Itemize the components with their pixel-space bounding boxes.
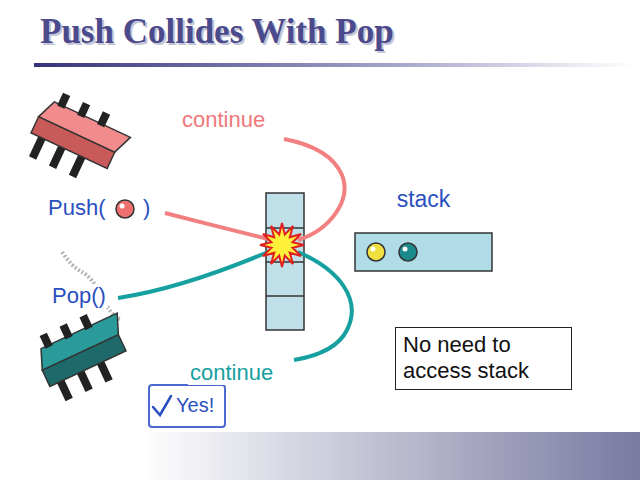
- chip-top: [39, 98, 131, 155]
- pop-continue-path: [294, 252, 352, 360]
- collision-star: [260, 223, 304, 267]
- ball-highlight: [371, 247, 376, 252]
- node-text: Yes!: [176, 394, 218, 417]
- stack-body: [355, 233, 492, 271]
- chip-leg: [60, 323, 73, 339]
- ball-highlight: [403, 247, 408, 252]
- stack-box: stack: [355, 186, 492, 271]
- operation-label: Push(: [46, 196, 107, 220]
- ball-highlight: [120, 204, 125, 209]
- note-box: No need to access stack: [395, 327, 572, 390]
- pushed-item: [116, 200, 134, 218]
- stack-item: [399, 243, 417, 261]
- push-thread-chip: [22, 88, 136, 192]
- node-text: stack: [355, 186, 492, 213]
- chip-top: [34, 313, 126, 370]
- array-divider: [266, 295, 304, 297]
- chip-leg: [57, 93, 70, 109]
- pop-thread-chip: [29, 302, 142, 404]
- stack-item: [367, 243, 385, 261]
- chip-leg: [40, 333, 53, 349]
- check-mark: [153, 396, 171, 415]
- pop-path: [118, 252, 268, 298]
- chip-leg: [77, 102, 90, 118]
- push-continue-path: [284, 139, 344, 240]
- chip-leg: [79, 314, 92, 330]
- slide-title: Push Collides With Pop: [40, 12, 394, 52]
- answer-box: Yes!: [148, 384, 226, 428]
- push-path: [165, 213, 272, 240]
- operation-label: ): [141, 196, 152, 220]
- title-rule: [34, 63, 634, 67]
- operation-label: Pop(): [50, 284, 108, 308]
- continue-label: continue: [180, 108, 267, 132]
- yes-box-fill: [149, 385, 217, 427]
- node-text: No need to access stack: [403, 332, 564, 385]
- footer-band: [0, 432, 640, 480]
- continue-label: continue: [188, 361, 275, 385]
- chip-leg: [97, 111, 110, 127]
